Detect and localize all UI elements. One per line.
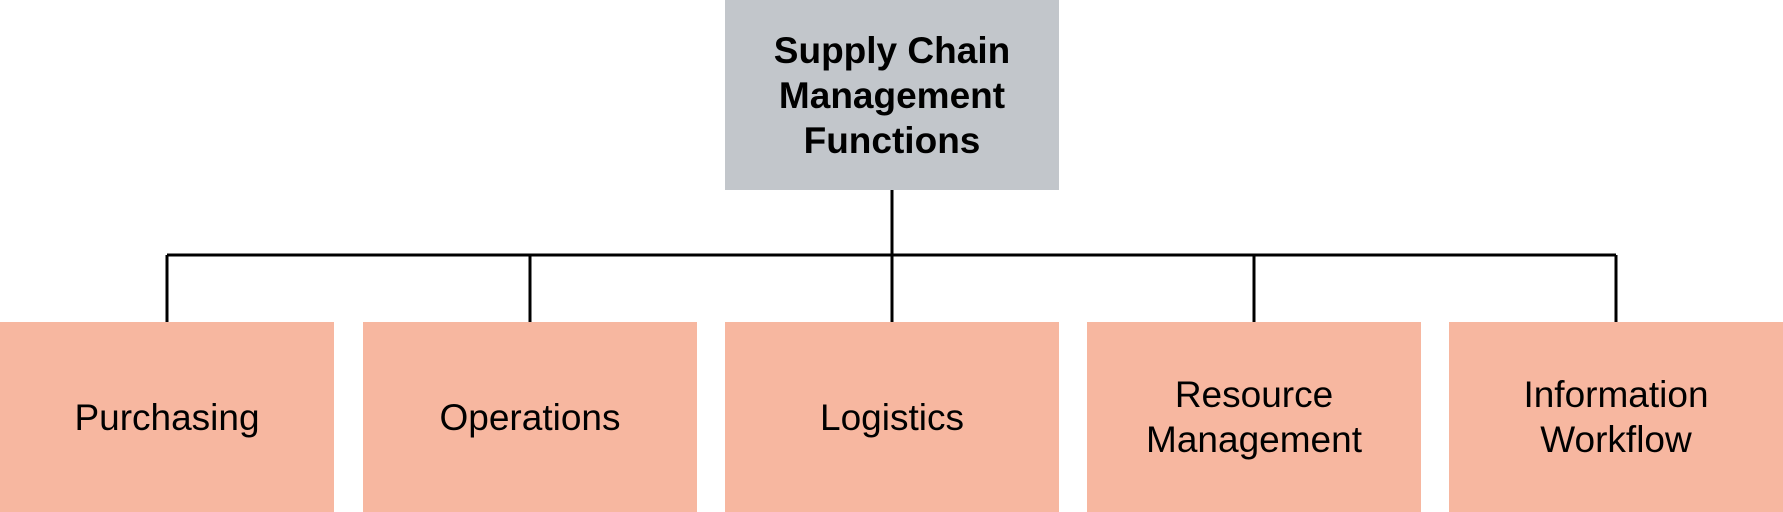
root-node-label: Supply Chain Management Functions [773,29,1011,161]
child-node-information-workflow: Information Workflow [1449,322,1783,512]
child-node-purchasing: Purchasing [0,322,334,512]
child-node-label: Purchasing [74,396,260,438]
child-node-operations: Operations [363,322,697,512]
child-node-label: Resource Management [1146,374,1362,460]
root-node-box: Supply Chain Management Functions [725,0,1059,190]
child-node-label: Operations [439,396,621,438]
child-node-resource-management: Resource Management [1087,322,1421,512]
child-node-label: Information Workflow [1523,374,1709,460]
child-node-logistics: Logistics [725,322,1059,512]
child-node-label: Logistics [820,396,964,438]
